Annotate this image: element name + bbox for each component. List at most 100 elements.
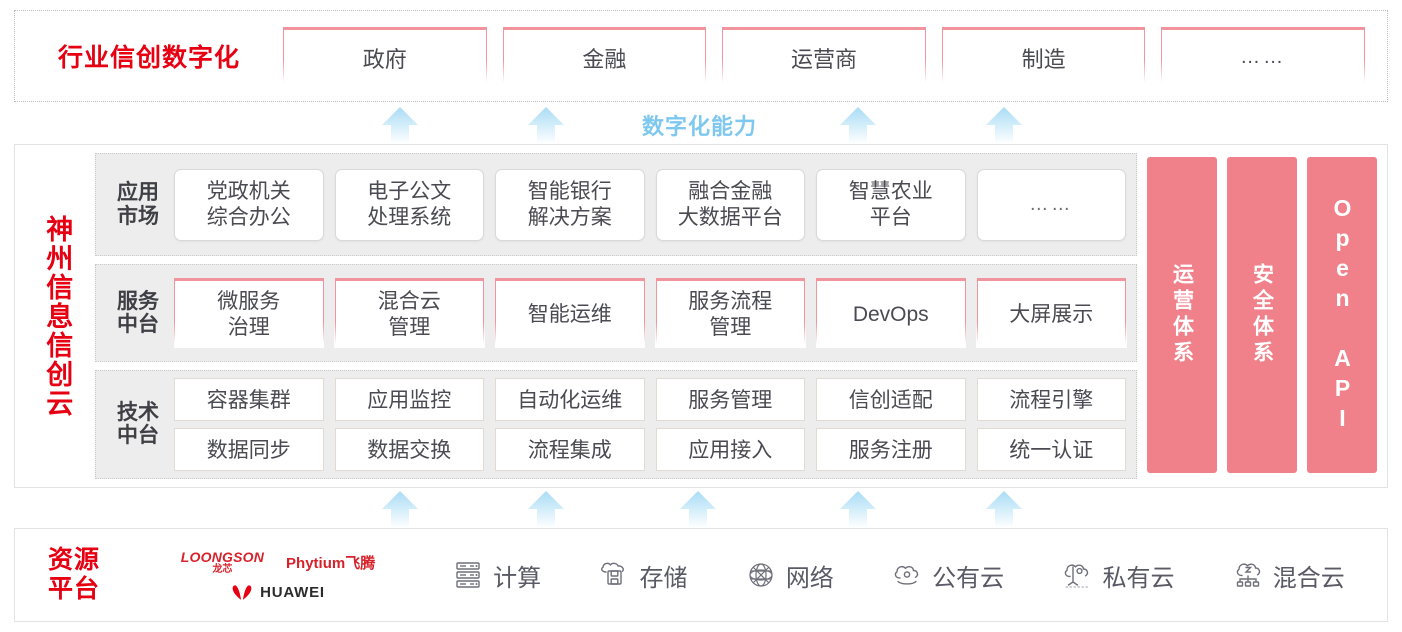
cloud-platform-title-text: 神州信息信创云 bbox=[42, 214, 73, 418]
loongson-logo-en: LOONGSON bbox=[180, 548, 265, 565]
tech-card-process-engine[interactable]: 流程引擎 bbox=[976, 377, 1126, 421]
app-card-smart-bank[interactable]: 智能银行 解决方案 bbox=[495, 168, 645, 241]
resource-item-label: 混合云 bbox=[1272, 564, 1345, 592]
up-arrow-icon bbox=[528, 107, 564, 144]
industry-box-government[interactable]: 政府 bbox=[282, 27, 487, 86]
up-arrow-icon bbox=[840, 107, 876, 144]
tech-card-unified-auth[interactable]: 统一认证 bbox=[976, 427, 1126, 471]
app-card-finance-bigdata[interactable]: 融合金融 大数据平台 bbox=[655, 168, 805, 241]
huawei-flower-icon bbox=[232, 584, 252, 600]
tech-card-automated-ops[interactable]: 自动化运维 bbox=[495, 377, 645, 421]
resource-item-hybrid-cloud[interactable]: 混合云 bbox=[1231, 558, 1345, 593]
layer-label-line1: 技术 bbox=[117, 400, 159, 424]
layer-application-market: 应用 市场 党政机关 综合办公 电子公文 bbox=[95, 153, 1137, 257]
cloud-layer-list: 应用 市场 党政机关 综合办公 电子公文 bbox=[95, 153, 1137, 479]
capability-label: 数字化能力 bbox=[642, 114, 758, 139]
layer-card-list: 微服务 治理 混合云 管理 智能运维 bbox=[173, 272, 1126, 353]
tech-card-app-access[interactable]: 应用接入 bbox=[655, 427, 805, 471]
industry-box-label: 制造 bbox=[1021, 46, 1066, 72]
card-line1: 智能银行 bbox=[527, 180, 612, 204]
loongson-logo-cn: 龙芯 bbox=[212, 563, 233, 575]
pillar-operations-system[interactable]: 运营体系 bbox=[1147, 157, 1217, 473]
card-line1: 混合云 bbox=[377, 289, 441, 313]
tech-card-process-integration[interactable]: 流程集成 bbox=[495, 427, 645, 471]
service-card-microservice-governance[interactable]: 微服务 治理 bbox=[173, 278, 324, 349]
tech-card-service-management[interactable]: 服务管理 bbox=[655, 377, 805, 421]
up-arrow-icon bbox=[986, 107, 1022, 144]
card-line2: 大数据平台 bbox=[677, 205, 783, 229]
card-line1: 融合金融 bbox=[688, 180, 773, 204]
tech-card-data-exchange[interactable]: 数据交换 bbox=[334, 427, 484, 471]
resource-item-compute[interactable]: 计算 bbox=[451, 558, 541, 593]
industry-box-label: …… bbox=[1240, 46, 1287, 68]
card-line2: 平台 bbox=[869, 205, 912, 229]
vendor-logo-list: LOONGSON 龙芯 Phytium飞腾 HUAWEI bbox=[133, 550, 423, 601]
industry-band: 行业信创数字化 政府 金融 运营商 制造 …… bbox=[14, 10, 1388, 102]
industry-band-title: 行业信创数字化 bbox=[57, 44, 240, 72]
tech-card-container-cluster[interactable]: 容器集群 bbox=[174, 377, 324, 421]
resource-item-label: 公有云 bbox=[932, 564, 1005, 592]
app-card-more[interactable]: …… bbox=[976, 168, 1126, 241]
service-card-service-process-management[interactable]: 服务流程 管理 bbox=[655, 278, 805, 349]
layer-label-line1: 服务 bbox=[117, 289, 159, 313]
layer-service-platform: 服务 中台 微服务 治理 混合云 管 bbox=[95, 264, 1137, 362]
resource-title-line1: 资源 bbox=[47, 546, 100, 575]
tech-card-data-sync[interactable]: 数据同步 bbox=[174, 427, 324, 471]
resource-item-list: 计算 存储 bbox=[423, 558, 1387, 593]
resource-item-public-cloud[interactable]: 公有云 bbox=[890, 558, 1004, 593]
card-line2: 治理 bbox=[227, 315, 270, 339]
layer-card-grid: 容器集群 应用监控 自动化运维 服务管理 信创适配 流程引擎 数据同步 数据交换… bbox=[174, 377, 1126, 471]
industry-box-label: 运营商 bbox=[790, 46, 857, 72]
app-card-government-office[interactable]: 党政机关 综合办公 bbox=[174, 168, 324, 241]
layer-label-line2: 中台 bbox=[117, 313, 159, 337]
service-card-hybrid-cloud-management[interactable]: 混合云 管理 bbox=[334, 278, 484, 349]
service-card-large-screen-display[interactable]: 大屏展示 bbox=[976, 278, 1126, 349]
layer-label-line1: 应用 bbox=[117, 181, 159, 205]
up-arrow-icon bbox=[528, 491, 564, 528]
card-line1: 智慧农业 bbox=[848, 180, 933, 204]
resource-item-private-cloud[interactable]: 私有云 bbox=[1060, 558, 1174, 593]
up-arrow-icon bbox=[382, 107, 418, 144]
card-line1: 微服务 bbox=[217, 289, 281, 313]
hybrid-cloud-icon bbox=[1236, 563, 1260, 587]
cross-cutting-pillar-list: 运营体系 安全体系 Open API bbox=[1147, 153, 1377, 479]
resource-item-network[interactable]: 网络 bbox=[744, 558, 834, 593]
card-line1: 电子公文 bbox=[367, 180, 452, 204]
card-line2: 管理 bbox=[388, 315, 431, 339]
loongson-logo: LOONGSON 龙芯 bbox=[181, 550, 264, 575]
up-arrow-icon bbox=[382, 491, 418, 528]
resource-item-label: 计算 bbox=[493, 564, 542, 592]
tech-card-row-2: 数据同步 数据交换 流程集成 应用接入 服务注册 统一认证 bbox=[174, 427, 1126, 471]
pillar-security-system[interactable]: 安全体系 bbox=[1227, 157, 1297, 473]
industry-box-finance[interactable]: 金融 bbox=[502, 27, 707, 86]
industry-box-more[interactable]: …… bbox=[1160, 27, 1366, 86]
phytium-logo: Phytium飞腾 bbox=[286, 554, 376, 572]
service-card-devops[interactable]: DevOps bbox=[815, 278, 966, 349]
cloud-platform-panel: 神州信息信创云 应用 市场 党政机关 综合办公 bbox=[14, 144, 1388, 488]
pillar-open-api[interactable]: Open API bbox=[1307, 157, 1377, 473]
public-cloud-icon bbox=[894, 565, 919, 585]
tech-card-xinchuang-adaptation[interactable]: 信创适配 bbox=[816, 377, 966, 421]
resource-item-label: 存储 bbox=[639, 564, 688, 592]
card-line1: 服务流程 bbox=[688, 289, 773, 313]
tech-card-app-monitoring[interactable]: 应用监控 bbox=[334, 377, 484, 421]
huawei-logo-text: HUAWEI bbox=[260, 583, 325, 601]
layer-technology-platform: 技术 中台 容器集群 应用监控 自动化运维 服务管理 信创适配 流程引擎 bbox=[95, 369, 1137, 479]
card-line2: 管理 bbox=[709, 315, 752, 339]
pillar-label: 安全体系 bbox=[1250, 263, 1274, 367]
app-card-smart-agriculture[interactable]: 智慧农业 平台 bbox=[816, 168, 966, 241]
network-mesh-icon bbox=[749, 563, 773, 587]
cloud-platform-body: 应用 市场 党政机关 综合办公 电子公文 bbox=[91, 145, 1387, 487]
resource-item-storage[interactable]: 存储 bbox=[597, 558, 687, 593]
tech-card-service-registry[interactable]: 服务注册 bbox=[816, 427, 966, 471]
card-line1: 大屏展示 bbox=[1009, 302, 1094, 326]
industry-box-manufacturing[interactable]: 制造 bbox=[941, 27, 1146, 86]
industry-box-telecom[interactable]: 运营商 bbox=[721, 27, 926, 86]
layer-label-line2: 中台 bbox=[117, 424, 159, 448]
vendor-logo-row-1: LOONGSON 龙芯 Phytium飞腾 bbox=[181, 550, 375, 575]
up-arrow-icon bbox=[840, 491, 876, 528]
service-card-intelligent-ops[interactable]: 智能运维 bbox=[494, 278, 645, 349]
app-card-edoc-system[interactable]: 电子公文 处理系统 bbox=[334, 168, 484, 241]
layer-label: 应用 市场 bbox=[102, 181, 174, 228]
